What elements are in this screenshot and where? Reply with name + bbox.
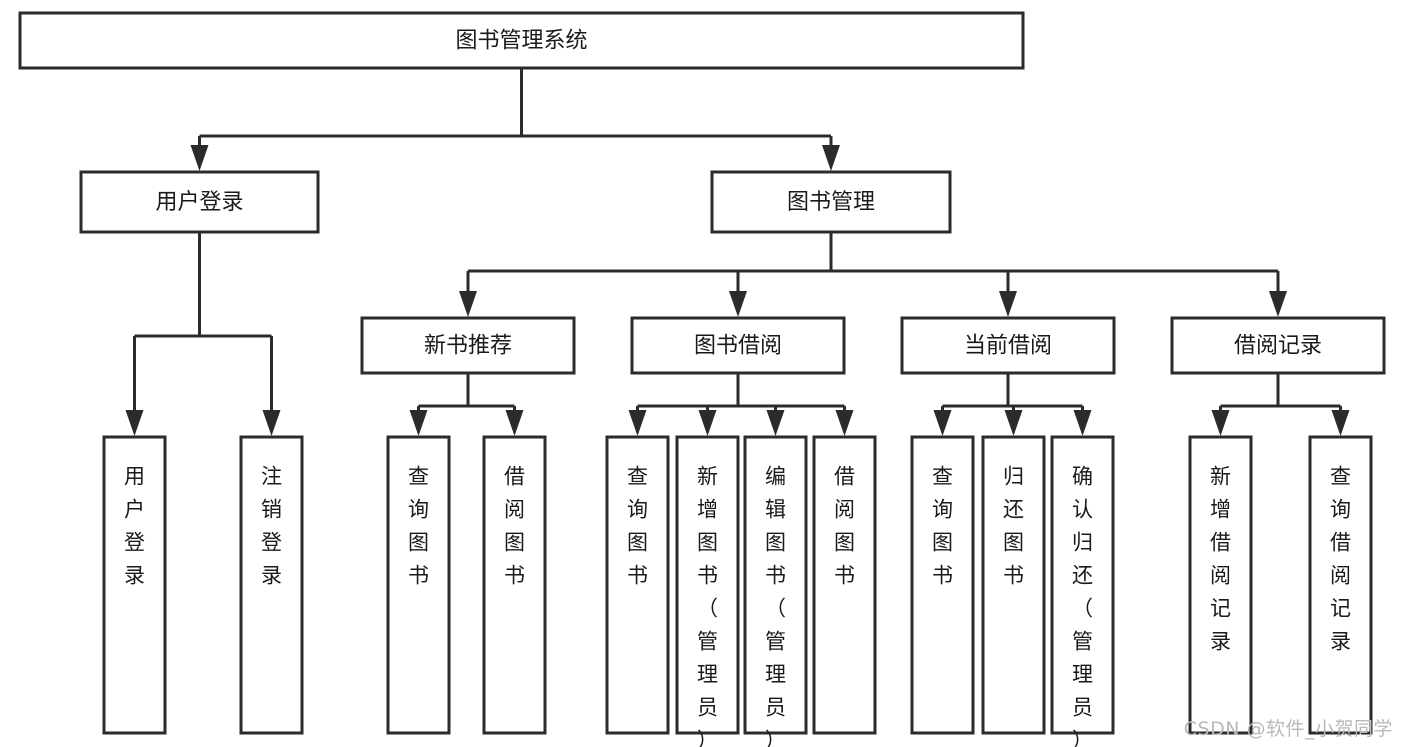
node-current-borrow[interactable]: 当前借阅 bbox=[900, 316, 1116, 375]
edge-user-login-to-leaf-user-login-arrowhead bbox=[125, 410, 144, 436]
node-leaf-return-book[interactable]: 归还图书 bbox=[981, 435, 1046, 735]
node-book-manage[interactable]: 图书管理 bbox=[710, 170, 952, 234]
edge-book-manage-to-borrow-record-arrowhead bbox=[1269, 291, 1287, 317]
node-label-leaf-logout-login: 注销登录 bbox=[261, 465, 282, 588]
connectors-layer bbox=[125, 68, 1350, 436]
node-label-current-borrow: 当前借阅 bbox=[964, 334, 1052, 359]
node-box-leaf-borrow-book-recommend bbox=[482, 435, 547, 735]
node-label-user-login: 用户登录 bbox=[155, 190, 243, 215]
node-label-leaf-borrow-book-recommend: 借阅图书 bbox=[504, 465, 525, 588]
node-box-book-manage bbox=[710, 170, 952, 234]
node-leaf-borrow-book-recommend[interactable]: 借阅图书 bbox=[482, 435, 547, 735]
node-new-book-recommend[interactable]: 新书推荐 bbox=[360, 316, 576, 375]
edge-current-borrow-to-leaf-return-book-arrowhead bbox=[1004, 410, 1023, 436]
edge-borrow-record-to-leaf-add-borrow-record-arrowhead bbox=[1211, 410, 1230, 436]
edge-root-to-user-login-arrowhead bbox=[190, 145, 209, 171]
node-box-leaf-return-book bbox=[981, 435, 1046, 735]
edge-book-borrow-to-leaf-query-book-borrow-arrowhead bbox=[628, 410, 647, 436]
node-box-leaf-add-borrow-record bbox=[1188, 435, 1253, 735]
edge-book-manage-to-current-borrow-arrowhead bbox=[999, 291, 1017, 317]
node-label-leaf-query-borrow-record: 查询借阅记录 bbox=[1330, 465, 1351, 654]
node-label-leaf-add-book-admin: 新增图书（管理员） bbox=[697, 465, 718, 747]
node-leaf-add-borrow-record[interactable]: 新增借阅记录 bbox=[1188, 435, 1253, 735]
node-leaf-add-book-admin[interactable]: 新增图书（管理员） bbox=[675, 435, 740, 747]
edge-book-manage-to-book-borrow-arrowhead bbox=[729, 291, 747, 317]
node-box-leaf-edit-book-admin bbox=[743, 435, 808, 735]
node-box-leaf-query-book-current bbox=[910, 435, 975, 735]
node-leaf-confirm-return-admin[interactable]: 确认归还（管理员） bbox=[1050, 435, 1115, 747]
node-leaf-user-login[interactable]: 用户登录 bbox=[102, 435, 167, 735]
node-book-borrow[interactable]: 图书借阅 bbox=[630, 316, 846, 375]
node-label-leaf-confirm-return-admin: 确认归还（管理员） bbox=[1072, 465, 1093, 747]
edge-root-to-book-manage-arrowhead bbox=[822, 145, 840, 171]
node-box-root bbox=[18, 11, 1025, 70]
node-borrow-record[interactable]: 借阅记录 bbox=[1170, 316, 1386, 375]
node-label-leaf-return-book: 归还图书 bbox=[1003, 465, 1024, 588]
node-leaf-query-book-recommend[interactable]: 查询图书 bbox=[386, 435, 451, 735]
node-label-book-manage: 图书管理 bbox=[787, 190, 875, 215]
node-label-leaf-borrow-book: 借阅图书 bbox=[834, 465, 855, 588]
node-box-leaf-logout-login bbox=[239, 435, 304, 735]
edge-book-borrow-to-leaf-borrow-book-arrowhead bbox=[835, 410, 854, 436]
node-label-borrow-record: 借阅记录 bbox=[1234, 334, 1322, 359]
node-box-leaf-query-book-recommend bbox=[386, 435, 451, 735]
node-box-leaf-user-login bbox=[102, 435, 167, 735]
edge-current-borrow-to-leaf-query-book-current-arrowhead bbox=[933, 410, 952, 436]
node-leaf-logout-login[interactable]: 注销登录 bbox=[239, 435, 304, 735]
node-label-leaf-query-book-borrow: 查询图书 bbox=[627, 465, 648, 588]
node-box-borrow-record bbox=[1170, 316, 1386, 375]
node-label-leaf-user-login: 用户登录 bbox=[124, 465, 145, 588]
node-label-leaf-query-book-recommend: 查询图书 bbox=[408, 465, 429, 588]
edge-new-book-recommend-to-leaf-query-book-recommend-arrowhead bbox=[409, 410, 428, 436]
node-label-book-borrow: 图书借阅 bbox=[694, 334, 782, 359]
edge-new-book-recommend-to-leaf-borrow-book-recommend-arrowhead bbox=[505, 410, 524, 436]
edge-current-borrow-to-leaf-confirm-return-admin-arrowhead bbox=[1073, 410, 1092, 436]
node-user-login[interactable]: 用户登录 bbox=[79, 170, 320, 234]
node-box-leaf-borrow-book bbox=[812, 435, 877, 735]
node-box-new-book-recommend bbox=[360, 316, 576, 375]
node-label-new-book-recommend: 新书推荐 bbox=[424, 334, 512, 359]
node-box-current-borrow bbox=[900, 316, 1116, 375]
node-box-leaf-confirm-return-admin bbox=[1050, 435, 1115, 735]
node-label-leaf-add-borrow-record: 新增借阅记录 bbox=[1210, 465, 1231, 654]
node-root[interactable]: 图书管理系统 bbox=[18, 11, 1025, 70]
node-box-leaf-query-borrow-record bbox=[1308, 435, 1373, 735]
nodes-layer: 图书管理系统用户登录图书管理新书推荐图书借阅当前借阅借阅记录用户登录注销登录查询… bbox=[18, 11, 1386, 747]
node-leaf-edit-book-admin[interactable]: 编辑图书（管理员） bbox=[743, 435, 808, 747]
edge-book-borrow-to-leaf-add-book-admin-arrowhead bbox=[698, 410, 717, 436]
edge-book-manage-to-new-book-recommend-arrowhead bbox=[459, 291, 477, 317]
node-leaf-query-borrow-record[interactable]: 查询借阅记录 bbox=[1308, 435, 1373, 735]
node-label-root: 图书管理系统 bbox=[455, 29, 587, 54]
node-box-book-borrow bbox=[630, 316, 846, 375]
node-label-leaf-query-book-current: 查询图书 bbox=[932, 465, 953, 588]
node-box-leaf-add-book-admin bbox=[675, 435, 740, 735]
node-box-user-login bbox=[79, 170, 320, 234]
node-leaf-query-book-current[interactable]: 查询图书 bbox=[910, 435, 975, 735]
edge-book-borrow-to-leaf-edit-book-admin-arrowhead bbox=[766, 410, 785, 436]
node-box-leaf-query-book-borrow bbox=[605, 435, 670, 735]
node-leaf-query-book-borrow[interactable]: 查询图书 bbox=[605, 435, 670, 735]
watermark: CSDN @软件_小贺同学 bbox=[1183, 718, 1393, 740]
node-label-leaf-edit-book-admin: 编辑图书（管理员） bbox=[765, 465, 786, 747]
edge-borrow-record-to-leaf-query-borrow-record-arrowhead bbox=[1331, 410, 1350, 436]
edge-user-login-to-leaf-logout-login-arrowhead bbox=[262, 410, 281, 436]
node-leaf-borrow-book[interactable]: 借阅图书 bbox=[812, 435, 877, 735]
